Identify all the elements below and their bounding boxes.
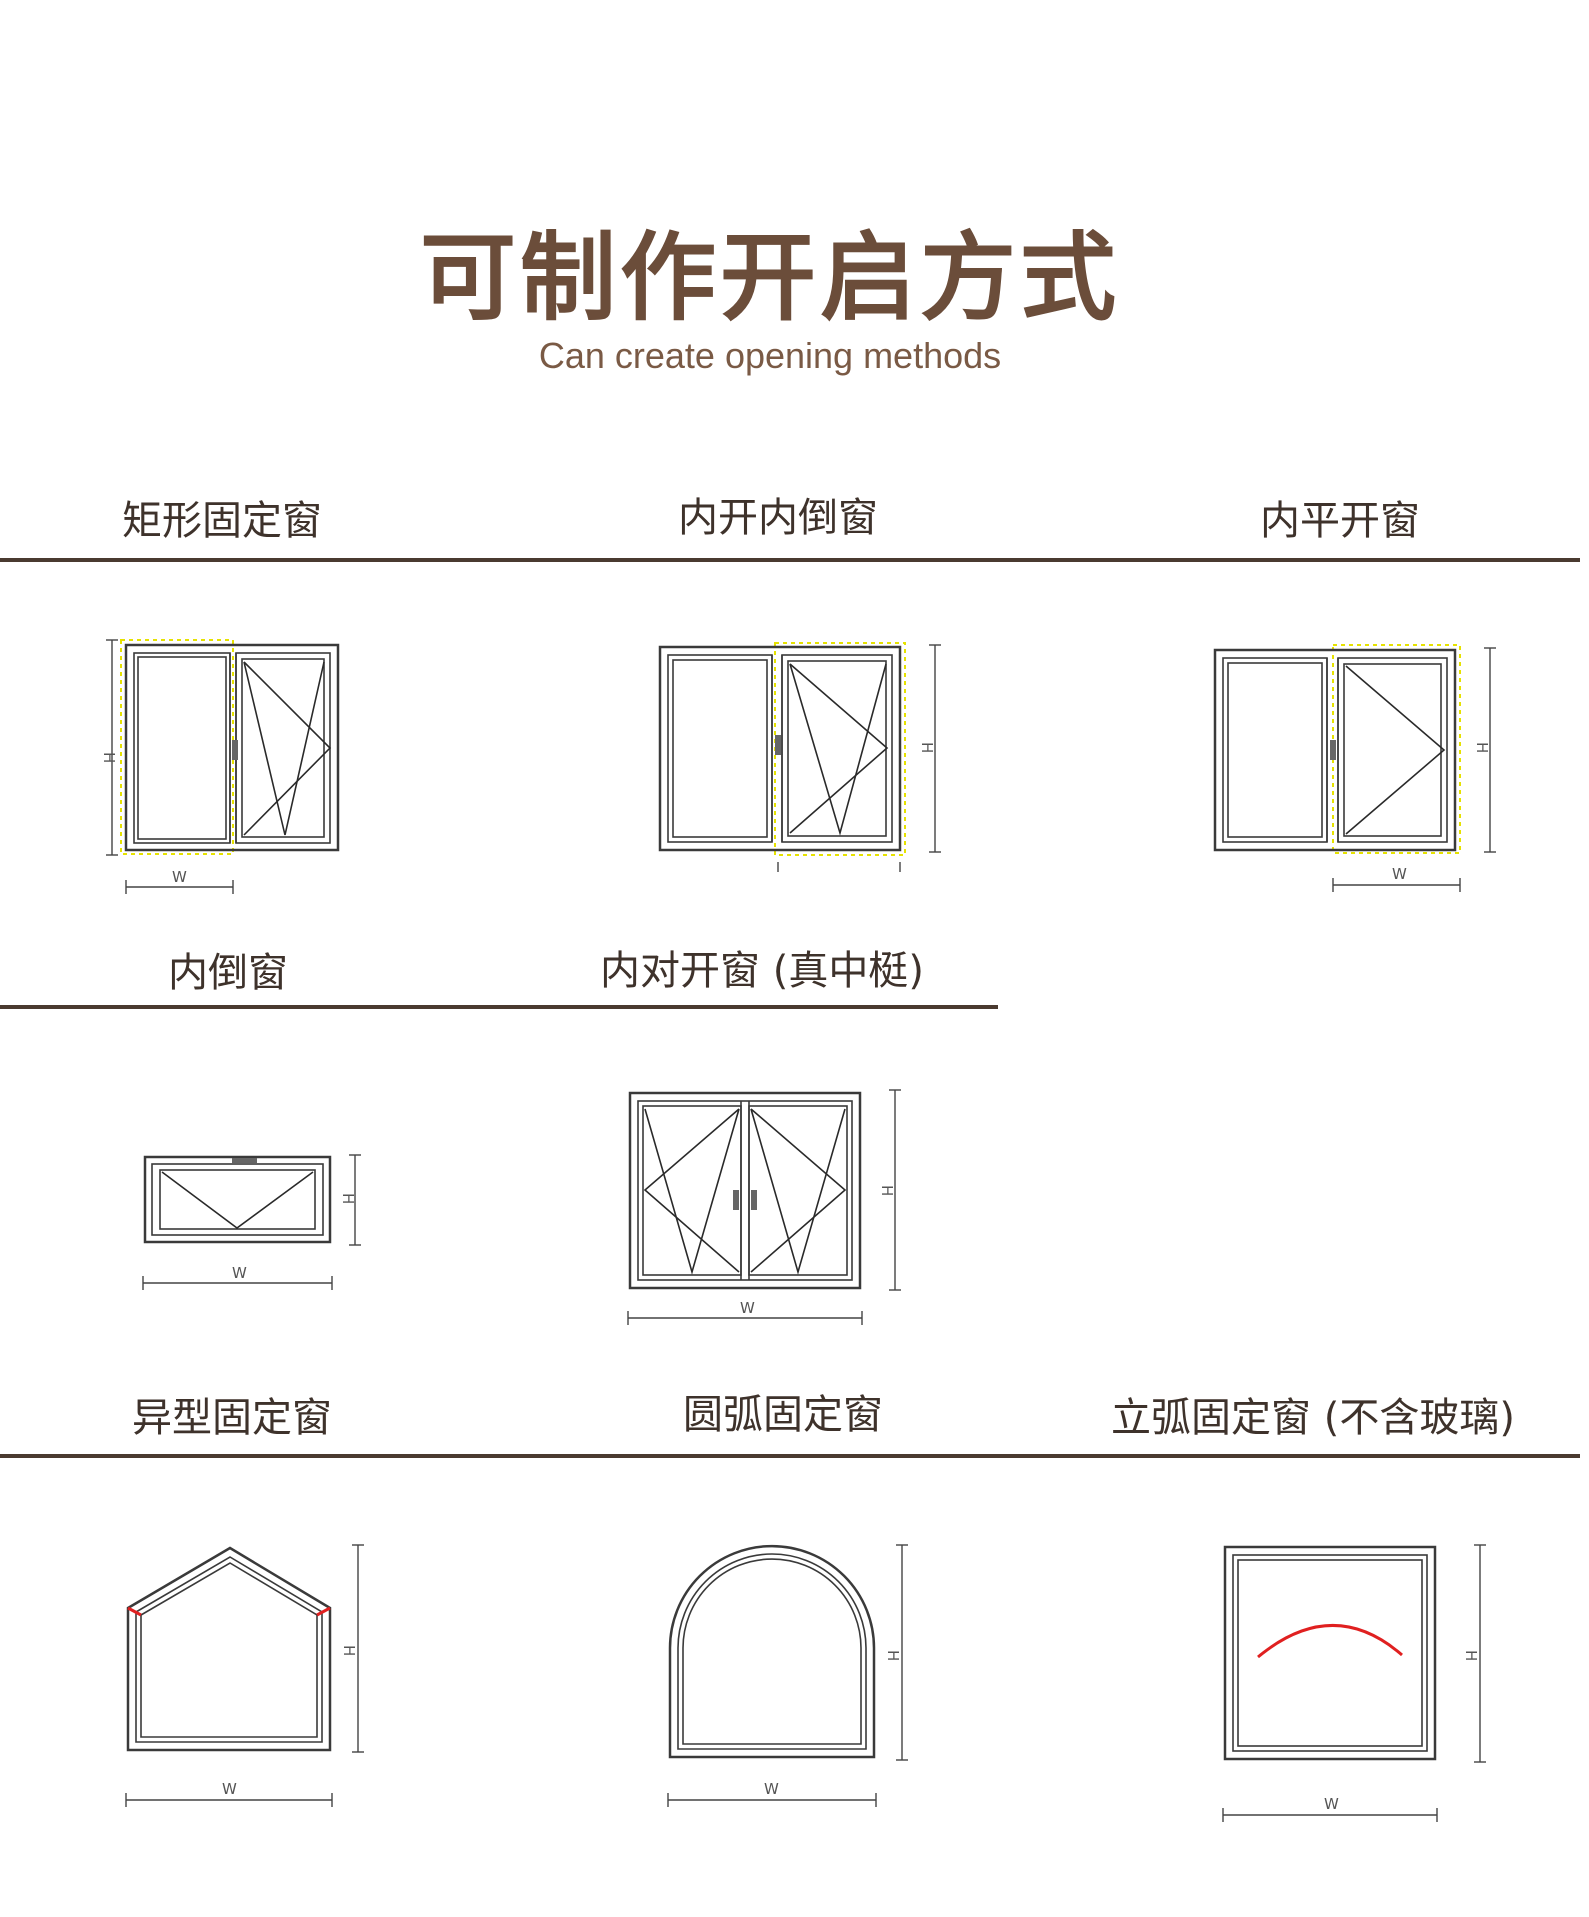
diagram-rectangular-fixed-window: H W [100,639,340,894]
height-dimension-label: H [884,1650,902,1661]
height-dimension-label: H [878,1185,896,1196]
label-segment-arch-fixed-window: 立弧固定窗 (不含玻璃) [1111,1395,1515,1441]
width-dimension-label: W [172,868,187,886]
width-dimension-label: W [232,1264,247,1282]
diagram-arched-fixed-window: H W [667,1544,908,1807]
diagram-shaped-fixed-window: H W [125,1544,364,1807]
diagram-double-casement-window: H W [627,1089,901,1325]
width-dimension-label: W [1392,865,1407,883]
height-dimension-label: H [100,752,118,763]
width-dimension-label: W [222,1780,237,1798]
section-divider [0,1454,1580,1458]
height-dimension-label: H [340,1645,358,1656]
label-shaped-fixed-window: 异型固定窗 [132,1395,332,1441]
label-double-casement-window: 内对开窗 (真中梃) [600,948,924,994]
section-divider [0,1005,998,1009]
width-dimension-label: W [1324,1795,1339,1813]
diagram-segment-arch-fixed-window: H W [1222,1544,1486,1822]
height-dimension-label: H [1473,742,1491,753]
height-dimension-label: H [1462,1650,1480,1661]
section-divider [0,558,1580,562]
width-dimension-label: W [740,1299,755,1317]
diagram-tilt-turn-window: H [658,642,941,872]
label-tilt-turn-window: 内开内倒窗 [678,495,878,541]
height-dimension-label: H [918,742,936,753]
label-arched-fixed-window: 圆弧固定窗 [683,1392,883,1438]
height-dimension-label: H [339,1193,357,1204]
page-subtitle: Can create opening methods [538,335,1002,376]
diagram-casement-window: H W [1213,644,1496,892]
width-dimension-label: W [764,1780,779,1798]
page-title: 可制作开启方式 [420,222,1120,334]
diagram-hopper-window: H W [142,1154,361,1290]
label-hopper-window: 内倒窗 [168,950,288,996]
label-rectangular-fixed-window: 矩形固定窗 [122,498,322,544]
label-casement-window: 内平开窗 [1260,498,1420,544]
